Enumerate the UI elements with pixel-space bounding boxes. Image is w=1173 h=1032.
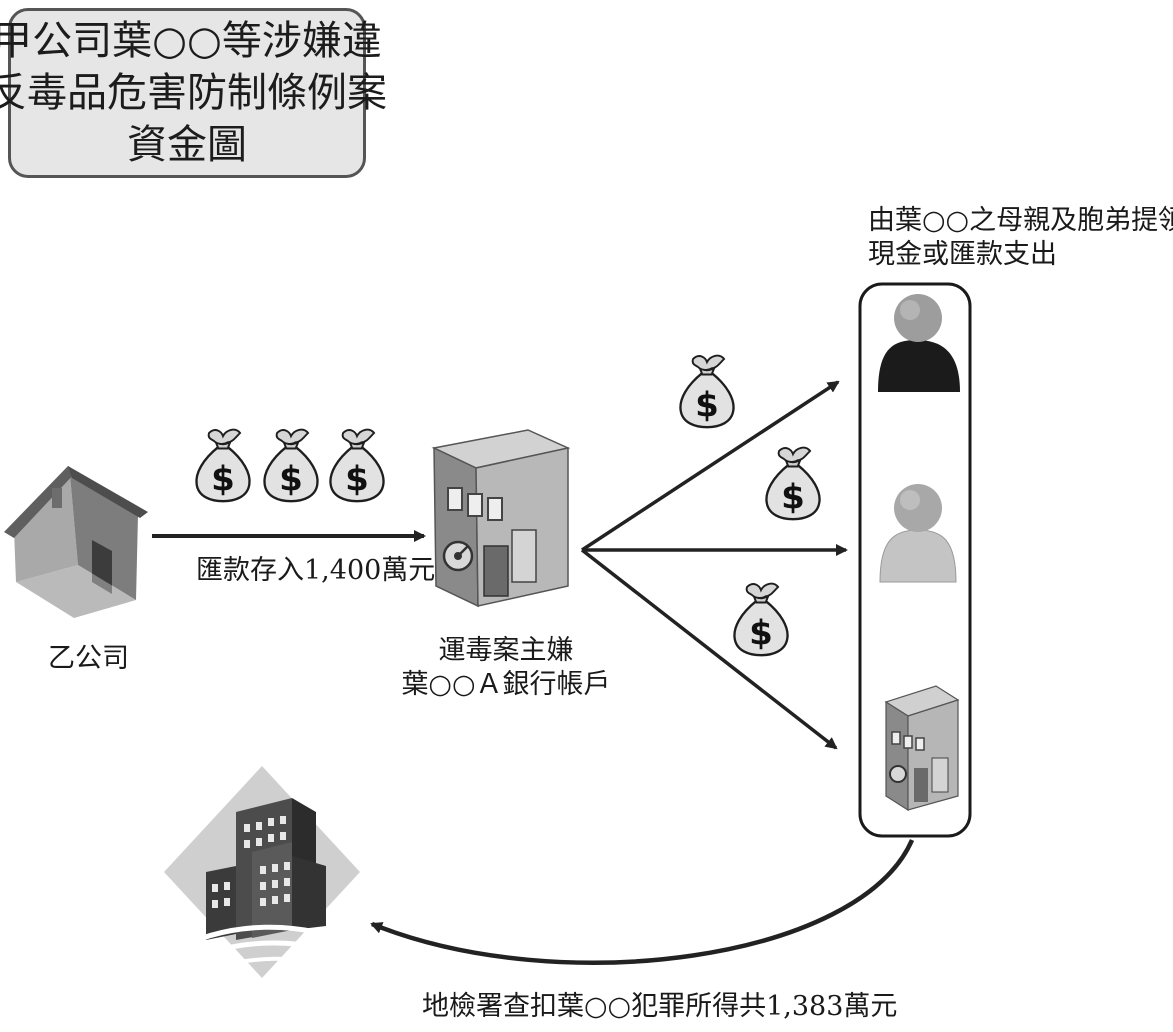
- seizure-amount-label: 地檢署查扣葉○○犯罪所得共1,383萬元: [422, 991, 898, 1022]
- recipients-caption-line-2: 現金或匯款支出: [868, 239, 1057, 270]
- person-icon: [878, 294, 960, 392]
- money-bag-icon: [733, 582, 789, 657]
- main-account-line-2: 葉○○Ａ銀行帳戶: [401, 669, 611, 700]
- money-bag-icon: [679, 354, 735, 429]
- house-icon: [4, 466, 148, 618]
- person-icon: [879, 484, 957, 583]
- recipients-caption-line-1: 由葉○○之母親及胞弟提領: [868, 205, 1173, 236]
- flow-arrow-mother: [581, 380, 840, 552]
- source-company-label: 乙公司: [48, 643, 129, 674]
- bank-building-icon: [431, 429, 571, 608]
- deposit-amount-label: 匯款存入1,400萬元: [196, 555, 436, 586]
- city-buildings-icon: [164, 766, 365, 982]
- title-line-2: 反毒品危害防制條例案: [0, 70, 387, 116]
- money-bag-icon: [263, 428, 319, 503]
- title-line-1: 甲公司葉○○等涉嫌違: [0, 18, 382, 64]
- recipients-caption: 由葉○○之母親及胞弟提領 現金或匯款支出: [868, 204, 1173, 272]
- flow-arrow-remittance: [580, 548, 838, 750]
- title-line-3: 資金圖: [127, 122, 247, 168]
- bank-building-icon: [884, 685, 960, 812]
- diagram-title-box: 甲公司葉○○等涉嫌違 反毒品危害防制條例案 資金圖: [0, 8, 387, 178]
- money-bag-icon: [329, 428, 385, 503]
- money-bag-icon: [195, 428, 251, 503]
- money-bag-icon: [765, 446, 821, 521]
- main-account-line-1: 運毒案主嫌: [438, 635, 574, 666]
- main-account-label: 運毒案主嫌 葉○○Ａ銀行帳戶: [396, 634, 616, 702]
- seizure-arrow: [370, 839, 915, 965]
